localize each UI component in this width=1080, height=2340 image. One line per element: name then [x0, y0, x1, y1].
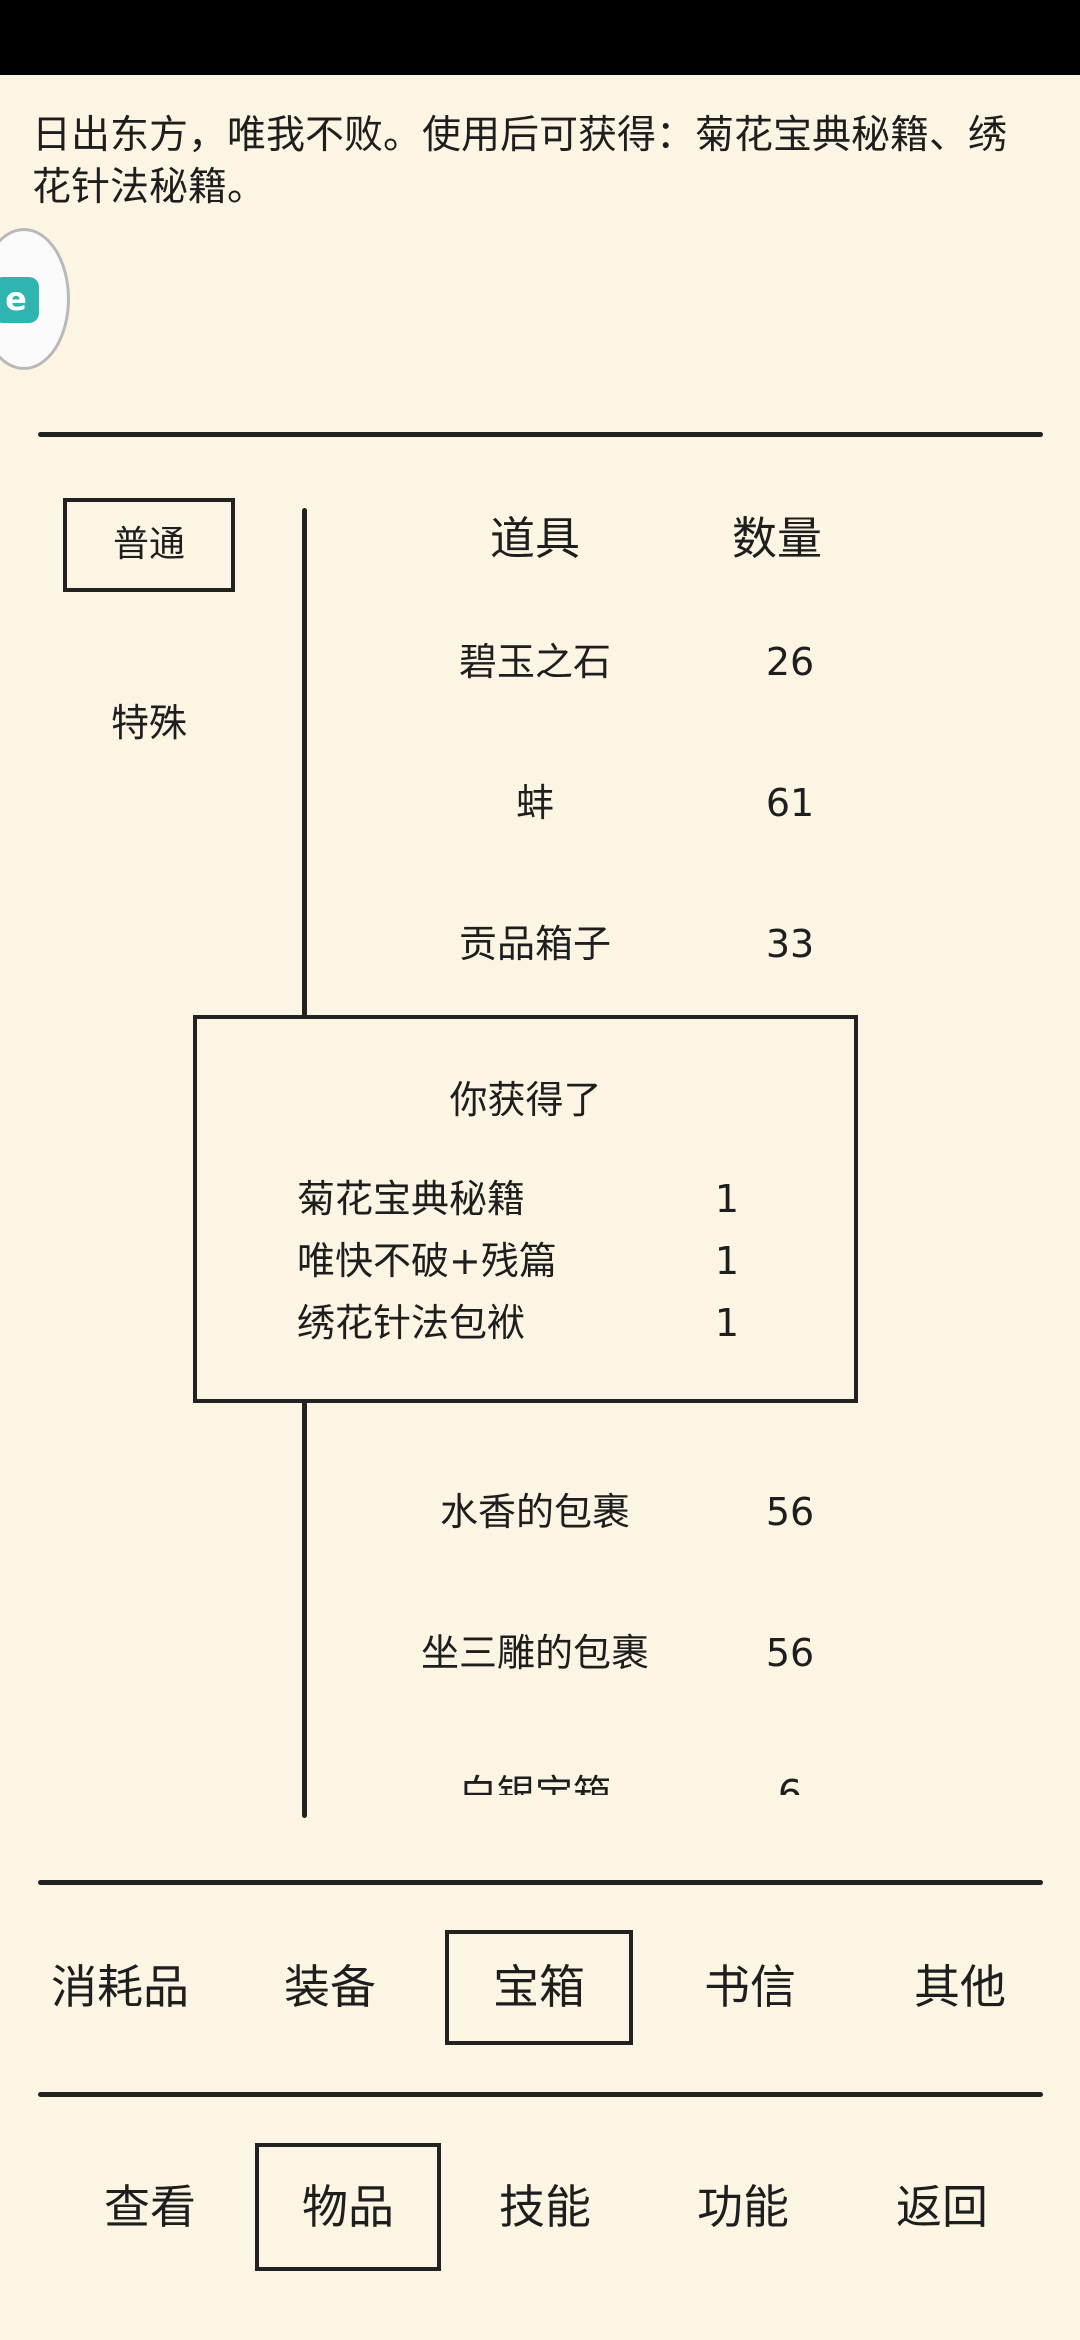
reward-name: 唯快不破+残篇 [297, 1239, 557, 1283]
item-name: 白银宝箱 [458, 1772, 611, 1795]
category-tab-consumables[interactable]: 消耗品 [40, 1942, 200, 2032]
nav-tab-label: 查看 [104, 2180, 196, 2234]
category-tab-equipment[interactable]: 装备 [250, 1942, 410, 2032]
reward-quantity: 1 [714, 1301, 740, 1345]
category-tab-chests[interactable]: 宝箱 [445, 1930, 633, 2045]
divider-top [38, 432, 1043, 437]
side-tab-special[interactable]: 特殊 [63, 678, 235, 768]
nav-tab-functions[interactable]: 功能 [663, 2162, 823, 2252]
item-quantity: 6 [777, 1772, 803, 1795]
item-description: 日出东方，唯我不败。使用后可获得：菊花宝典秘籍、绣花针法秘籍。 [32, 113, 1008, 210]
nav-tab-back[interactable]: 返回 [862, 2162, 1022, 2252]
item-list[interactable]: 碧玉之石 26 蚌 61 贡品箱子 33 水香的包裹 56 坐三雕的包裹 56 … [310, 610, 910, 1795]
category-tab-label: 宝箱 [493, 1960, 585, 2014]
item-quantity: 26 [765, 640, 815, 684]
category-tab-label: 书信 [704, 1960, 796, 2014]
side-tab-label: 普通 [112, 524, 185, 565]
list-item[interactable]: 水香的包裹 56 [310, 1472, 890, 1552]
reward-item: 绣花针法包袱 1 [297, 1293, 757, 1353]
divider-above-categories [38, 1880, 1043, 1885]
item-quantity: 33 [765, 922, 815, 966]
side-tab-normal[interactable]: 普通 [63, 498, 235, 592]
category-tab-label: 其他 [914, 1960, 1006, 2014]
category-tab-label: 消耗品 [51, 1960, 189, 2014]
reward-name: 绣花针法包袱 [297, 1301, 526, 1345]
item-quantity: 56 [765, 1631, 815, 1675]
list-item[interactable]: 白银宝箱 6 [310, 1754, 890, 1795]
reward-item: 菊花宝典秘籍 1 [297, 1169, 757, 1229]
nav-tab-view[interactable]: 查看 [70, 2162, 230, 2252]
list-item[interactable]: 坐三雕的包裹 56 [310, 1613, 890, 1693]
status-bar [0, 0, 1080, 75]
column-header-item: 道具 [489, 512, 580, 565]
divider-above-nav [38, 2092, 1043, 2097]
item-name: 水香的包裹 [439, 1490, 630, 1534]
nav-tab-skills[interactable]: 技能 [465, 2162, 625, 2252]
nav-tab-label: 返回 [896, 2180, 988, 2234]
category-tab-label: 装备 [284, 1960, 376, 2014]
list-item[interactable]: 碧玉之石 26 [310, 622, 890, 702]
list-item[interactable]: 蚌 61 [310, 763, 890, 843]
nav-tab-label: 技能 [499, 2180, 591, 2234]
category-tab-other[interactable]: 其他 [880, 1942, 1040, 2032]
item-quantity: 56 [765, 1490, 815, 1534]
dialog-title: 你获得了 [449, 1078, 602, 1122]
reward-item: 唯快不破+残篇 1 [297, 1231, 757, 1291]
column-header-quantity: 数量 [731, 512, 822, 565]
item-name: 蚌 [515, 781, 554, 825]
floating-assistant-ball[interactable]: e [0, 228, 70, 370]
list-item[interactable]: 贡品箱子 33 [310, 904, 890, 984]
nav-tab-items[interactable]: 物品 [255, 2143, 441, 2271]
nav-tab-label: 功能 [697, 2180, 789, 2234]
item-name: 坐三雕的包裹 [420, 1631, 649, 1675]
nav-tab-label: 物品 [302, 2180, 394, 2234]
category-tab-letters[interactable]: 书信 [670, 1942, 830, 2032]
item-name: 碧玉之石 [458, 640, 611, 684]
reward-name: 菊花宝典秘籍 [297, 1177, 526, 1221]
reward-quantity: 1 [714, 1177, 740, 1221]
assistant-badge-icon: e [0, 277, 39, 323]
reward-quantity: 1 [714, 1239, 740, 1283]
item-quantity: 61 [765, 781, 815, 825]
item-name: 贡品箱子 [458, 922, 611, 966]
side-tab-label: 特殊 [110, 701, 187, 745]
reward-dialog[interactable]: 你获得了 菊花宝典秘籍 1 唯快不破+残篇 1 绣花针法包袱 1 [193, 1015, 858, 1403]
